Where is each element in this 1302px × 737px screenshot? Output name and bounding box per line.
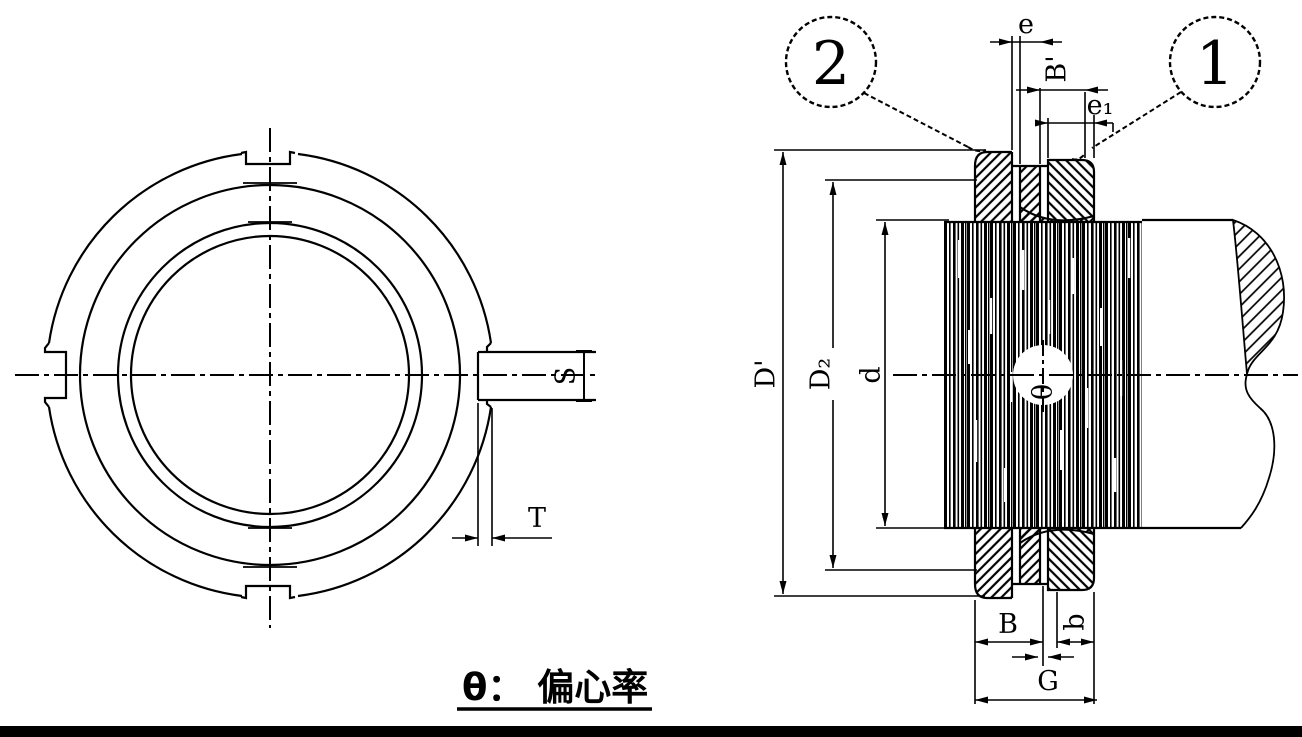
- shaft-break-lobe: [1231, 218, 1285, 375]
- right-slot-steps: [485, 342, 492, 408]
- caption-group: θ： 偏心率: [457, 666, 652, 711]
- shaft-break-curve: [1240, 373, 1276, 529]
- dim-e-label: e: [1018, 9, 1034, 40]
- nut-section-bottom: [973, 528, 1095, 600]
- dim-D-prime-label: D': [751, 359, 782, 388]
- bottom-dimensions: B b G: [974, 586, 1097, 704]
- dim-d-label: d: [856, 366, 887, 383]
- shaft-outline: [1142, 218, 1241, 530]
- washer-section-top: [1046, 158, 1096, 222]
- dim-B-prime-label: B': [1042, 55, 1073, 82]
- bore-circle: [129, 234, 411, 516]
- washer-section-bottom: [1046, 528, 1096, 592]
- dimension-T: T: [452, 403, 552, 546]
- dim-B-label: B: [998, 609, 1018, 640]
- callout-1-number: 1: [1196, 29, 1234, 99]
- top-slot-notch: [240, 150, 296, 166]
- outer-diameter-circle: [47, 152, 493, 598]
- callout-2: 2: [784, 15, 987, 152]
- callout-1: 1: [1071, 15, 1262, 161]
- slot-depth-label: T: [528, 503, 546, 534]
- dim-b-label: b: [1060, 613, 1091, 630]
- slot-width-label: S: [551, 367, 582, 386]
- left-slot-notch: [43, 342, 68, 408]
- footer-bar: [0, 726, 1302, 737]
- bottom-slot-notch: [240, 584, 296, 600]
- eccentricity-symbol: θ: [1025, 384, 1056, 400]
- section-view: θ: [751, 9, 1298, 704]
- slot-bottom-circle: [78, 183, 462, 567]
- dim-e1-label: e₁: [1087, 90, 1114, 121]
- front-view: S T: [15, 128, 598, 628]
- thread-major-circle: [116, 221, 424, 529]
- caption-text: θ： 偏心率: [462, 666, 648, 709]
- callout-2-number: 2: [812, 29, 850, 99]
- diameter-dimensions: D' D₂ d: [751, 149, 985, 597]
- dimension-S: S: [551, 350, 592, 402]
- top-dimensions: e B' e₁: [990, 9, 1114, 164]
- dim-G-label: G: [1037, 666, 1059, 697]
- dim-D2-label: D₂: [806, 358, 837, 390]
- nut-section-top: [973, 150, 1095, 222]
